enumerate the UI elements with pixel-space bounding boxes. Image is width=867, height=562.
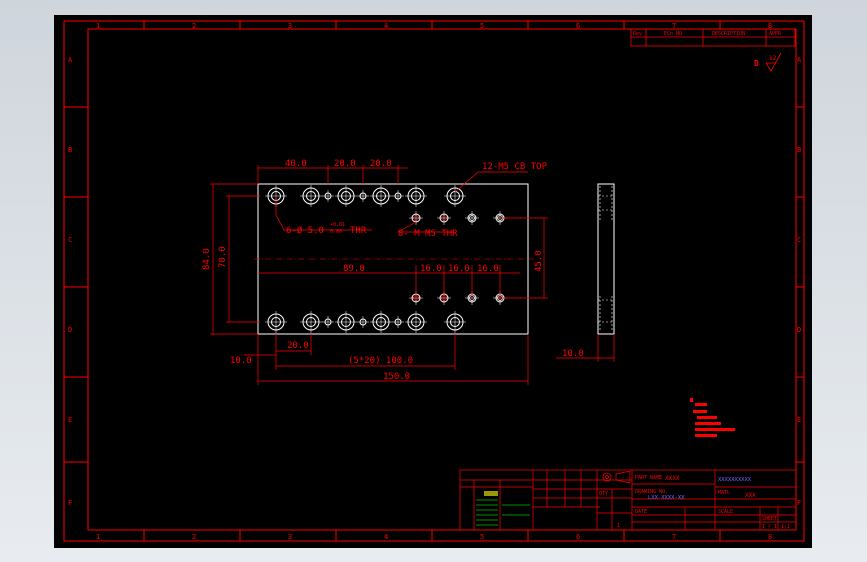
note-tapped: 8- M M5 THR xyxy=(398,229,458,239)
note-pin-suffix: THR xyxy=(350,226,367,236)
rev-header-rev: Rev xyxy=(633,31,642,37)
note-pin-prefix: 6-Ø 5.0 xyxy=(286,225,324,236)
rev-header-description: DESCRIPTION xyxy=(712,31,745,37)
rev-header-appr: APPR xyxy=(769,31,782,37)
projection-symbol-icon xyxy=(602,470,631,484)
revision-table: Rev ECn NO DESCRIPTION APPR xyxy=(630,28,796,47)
dim-84: 84.0 xyxy=(202,248,212,270)
tb-scale: 1:1 xyxy=(781,524,790,530)
zone-row-label-right: E xyxy=(797,416,801,424)
zone-col-label-top: 2 xyxy=(192,22,196,30)
side-dim-thickness: 10.0 xyxy=(562,349,584,359)
dim-70: 70.0 xyxy=(218,246,228,268)
dimension-lines xyxy=(210,165,548,385)
zone-col-label-top: 8 xyxy=(768,22,772,30)
pin-holes[interactable] xyxy=(322,190,404,328)
tb-drawing-no: LXX-XXXX-XX xyxy=(648,495,685,501)
tb-material: XXX xyxy=(745,492,756,499)
zone-row-label-left: A xyxy=(68,56,73,64)
note-pin-tol-lower: 0.00 xyxy=(330,229,342,235)
zone-col-label-top: 1 xyxy=(96,22,100,30)
zone-col-label-top: 7 xyxy=(672,22,676,30)
tb-company-name: XXXXXXXXXX xyxy=(718,477,752,483)
zone-row-label-right: D xyxy=(797,326,801,334)
zone-col-label-top: 4 xyxy=(384,22,388,30)
dim-10: 10.0 xyxy=(230,356,252,366)
zone-row-label-right: B xyxy=(797,146,801,154)
dim-20-bottom: 20.0 xyxy=(287,341,309,351)
dim-16-c: 16.0 xyxy=(477,264,499,274)
surface-roughness-symbol: D 12 xyxy=(754,52,782,72)
dim-150: 150.0 xyxy=(383,372,410,382)
zone-row-label-left: F xyxy=(68,499,72,507)
dim-89: 89.0 xyxy=(343,264,365,274)
tb-sheet-label: SHEET xyxy=(762,516,777,522)
zone-row-label-left: B xyxy=(68,146,72,154)
technical-notes xyxy=(690,398,735,437)
zone-col-label-top: 5 xyxy=(480,22,484,30)
tb-qty-label: QTY xyxy=(599,491,608,497)
tb-part-name: XXXX xyxy=(665,475,680,482)
dim-16-b: 16.0 xyxy=(448,264,470,274)
zone-row-label-left: E xyxy=(68,416,72,424)
side-outline[interactable] xyxy=(597,183,615,335)
zone-col-label-bottom: 2 xyxy=(192,533,196,541)
tb-scale-label: SCALE xyxy=(718,509,733,515)
top-view[interactable]: 40.0 20.0 20.0 12-M5 CB TOP 6-Ø 5.0 +0.0… xyxy=(202,159,548,385)
dim-16-a: 16.0 xyxy=(420,264,442,274)
tb-material-label: MATL xyxy=(718,490,730,496)
sheet-frame xyxy=(63,20,805,542)
zone-col-label-bottom: 3 xyxy=(288,533,292,541)
tb-qty: 1 xyxy=(617,523,620,529)
zone-col-label-top: 6 xyxy=(576,22,580,30)
dim-100: (5*20) 100.0 xyxy=(348,356,413,366)
title-block: PART NAME XXXX DRAWING NO. LXX-XXXX-XX X… xyxy=(459,469,797,531)
drawing-sheet xyxy=(54,15,812,548)
dim-20-a: 20.0 xyxy=(334,159,356,169)
zone-row-label-left: D xyxy=(68,326,72,334)
zone-col-label-bottom: 6 xyxy=(576,533,580,541)
tb-date-label: DATE xyxy=(635,509,647,515)
tb-sheet: 1 / 1 xyxy=(762,524,777,530)
dim-40: 40.0 xyxy=(285,159,307,169)
roughness-value: 12 xyxy=(769,55,777,62)
note-pin-tol-upper: +0.01 xyxy=(330,222,345,228)
dim-45: 45.0 xyxy=(534,250,544,272)
zone-row-label-right: A xyxy=(797,56,802,64)
tb-drawing-no-label: DRAWING NO. xyxy=(635,489,668,495)
zone-col-label-bottom: 5 xyxy=(480,533,484,541)
zone-col-label-top: 3 xyxy=(288,22,292,30)
note-counterbore: 12-M5 CB TOP xyxy=(482,162,548,172)
roughness-letter: D xyxy=(754,59,759,68)
zone-row-label-right: C xyxy=(797,236,801,244)
tb-part-name-label: PART NAME xyxy=(635,475,662,481)
dim-20-b: 20.0 xyxy=(370,159,392,169)
side-view[interactable]: 10.0 xyxy=(556,183,615,362)
zone-col-label-bottom: 7 xyxy=(672,533,676,541)
dimension-texts: 40.0 20.0 20.0 12-M5 CB TOP 6-Ø 5.0 +0.0… xyxy=(202,159,548,382)
zone-col-label-bottom: 4 xyxy=(384,533,388,541)
rev-header-ecn: ECn NO xyxy=(664,31,682,37)
zone-col-label-bottom: 1 xyxy=(96,533,100,541)
zone-row-label-right: F xyxy=(797,499,801,507)
zone-col-label-bottom: 8 xyxy=(768,533,772,541)
zone-row-label-left: C xyxy=(68,236,72,244)
